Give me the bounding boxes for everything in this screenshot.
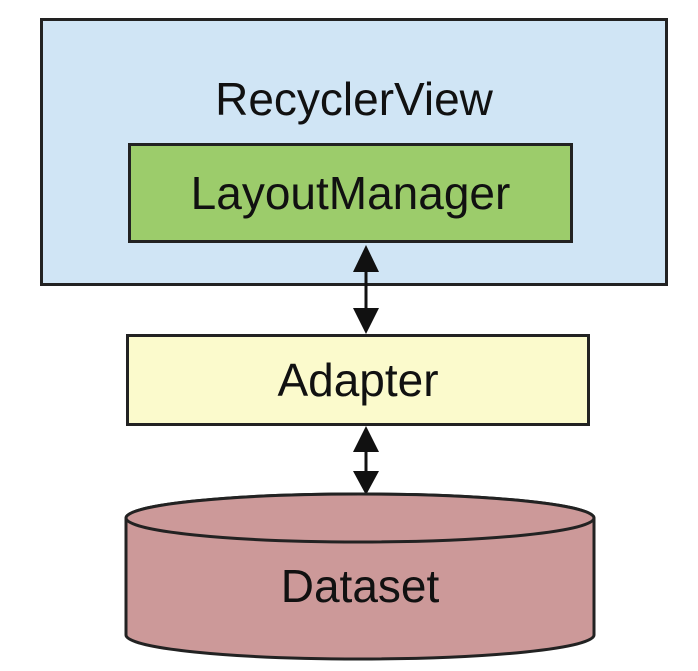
arrow-adapter-dataset (353, 426, 379, 495)
adapter-label: Adapter (277, 354, 439, 406)
arrow-up-head-icon (353, 426, 379, 452)
layoutmanager-label: LayoutManager (190, 167, 511, 219)
arrow-down-head-icon (353, 308, 379, 334)
arrow-down-head-icon (353, 471, 379, 495)
recyclerview-label: RecyclerView (215, 73, 493, 125)
layoutmanager-box: LayoutManager (128, 143, 573, 243)
dataset-label: Dataset (280, 560, 440, 612)
arrow-up-head-icon (353, 245, 379, 272)
dataset-cylinder (124, 492, 596, 661)
adapter-box: Adapter (126, 334, 590, 426)
arrow-layoutmanager-adapter (353, 245, 379, 334)
